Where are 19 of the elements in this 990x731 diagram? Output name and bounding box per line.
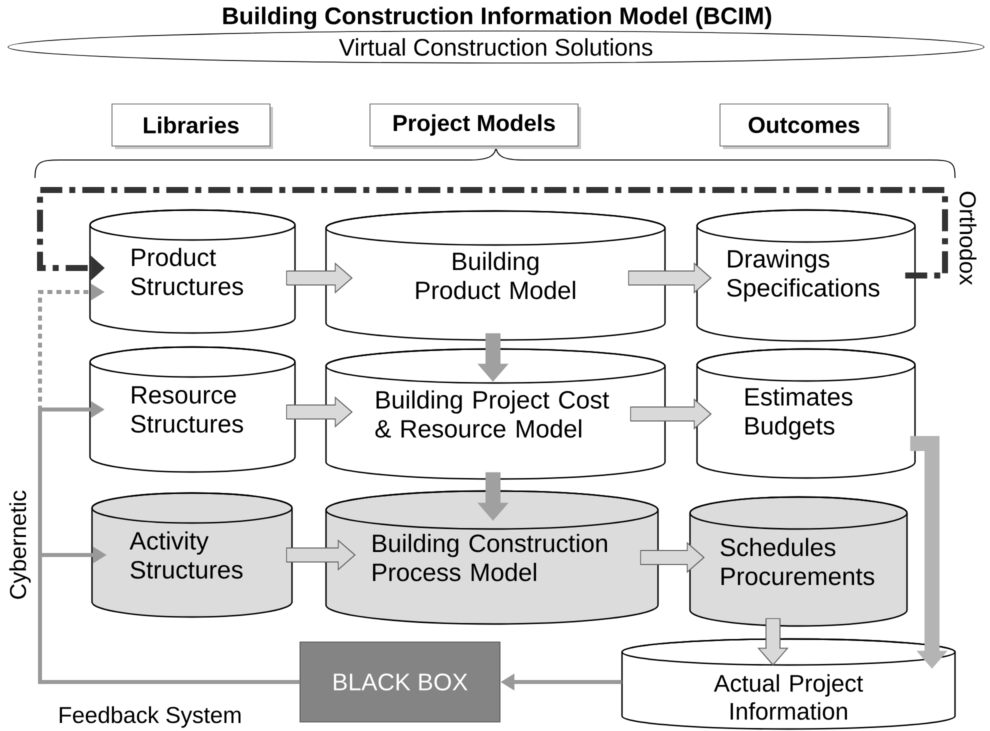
caption-label: Feedback System bbox=[60, 706, 240, 728]
column-header: Outcomes bbox=[720, 104, 892, 149]
cylinder: Building Project Cost & Resource Model bbox=[325, 348, 666, 480]
cylinder: Drawings Specifications bbox=[696, 209, 916, 342]
cylinder: Product Structures bbox=[89, 209, 296, 334]
cylinder: Activity Structures bbox=[91, 492, 293, 618]
cylinder: Schedules Procurements bbox=[689, 496, 908, 627]
cylinder: Actual Project Information bbox=[621, 638, 956, 730]
column-header: Project Models bbox=[370, 104, 581, 149]
side-label: Cybernetic bbox=[9, 490, 31, 599]
cylinder: Building Product Model bbox=[325, 210, 666, 341]
column-header: Libraries bbox=[112, 104, 273, 149]
cylinder: Building Construction Process Model bbox=[325, 490, 659, 625]
title: Building Construction Information Model (BCIM) bbox=[223, 6, 772, 30]
cylinder: Resource Structures bbox=[89, 346, 296, 473]
side-label: Orthodox bbox=[960, 192, 976, 286]
arrow bbox=[38, 400, 300, 684]
process-box: BLACK BOX bbox=[300, 642, 500, 722]
cylinder: Estimates Budgets bbox=[696, 348, 916, 479]
